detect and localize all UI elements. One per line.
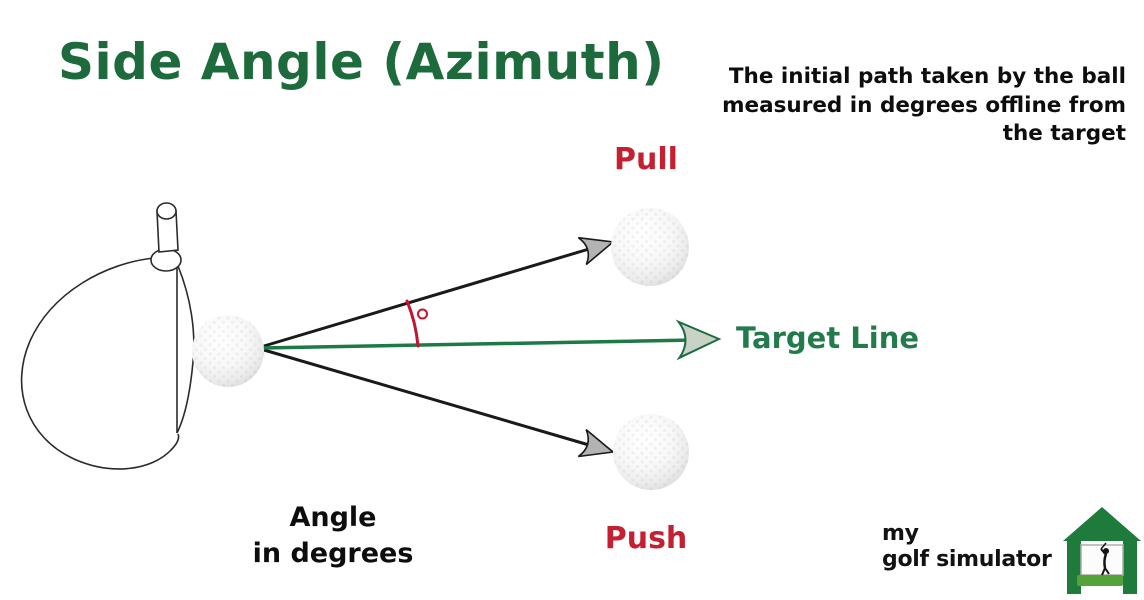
logo-text: my golf simulator xyxy=(882,521,1052,572)
angle-in-degrees-label: Angle in degrees xyxy=(252,502,414,569)
pull-ball xyxy=(611,208,689,286)
golf-club-drawing xyxy=(20,202,195,470)
description-text: The initial path taken by the ball measu… xyxy=(722,64,1126,146)
page-title: Side Angle (Azimuth) xyxy=(58,33,665,91)
golf-simulator-house-icon xyxy=(1063,507,1141,594)
ball-at-club xyxy=(192,315,264,387)
push-arrow xyxy=(263,348,615,458)
push-label: Push xyxy=(604,521,688,556)
house-right-pillar xyxy=(1123,541,1137,594)
pull-arrow xyxy=(263,236,615,348)
club-face-bulge xyxy=(176,265,195,434)
degree-symbol-icon xyxy=(417,308,428,320)
push-ball xyxy=(613,414,689,490)
angle-arc xyxy=(405,299,420,348)
house-roof xyxy=(1063,507,1141,541)
target-line-label: Target Line xyxy=(736,321,920,355)
grass-patch xyxy=(1077,575,1123,586)
golfer-silhouette-icon xyxy=(1100,542,1110,576)
target-line-arrow xyxy=(261,319,722,361)
club-shaft-top xyxy=(156,202,177,220)
house-left-pillar xyxy=(1067,541,1081,594)
club-hosel xyxy=(150,248,182,272)
club-head-body xyxy=(20,257,180,470)
pull-label: Pull xyxy=(614,142,678,177)
